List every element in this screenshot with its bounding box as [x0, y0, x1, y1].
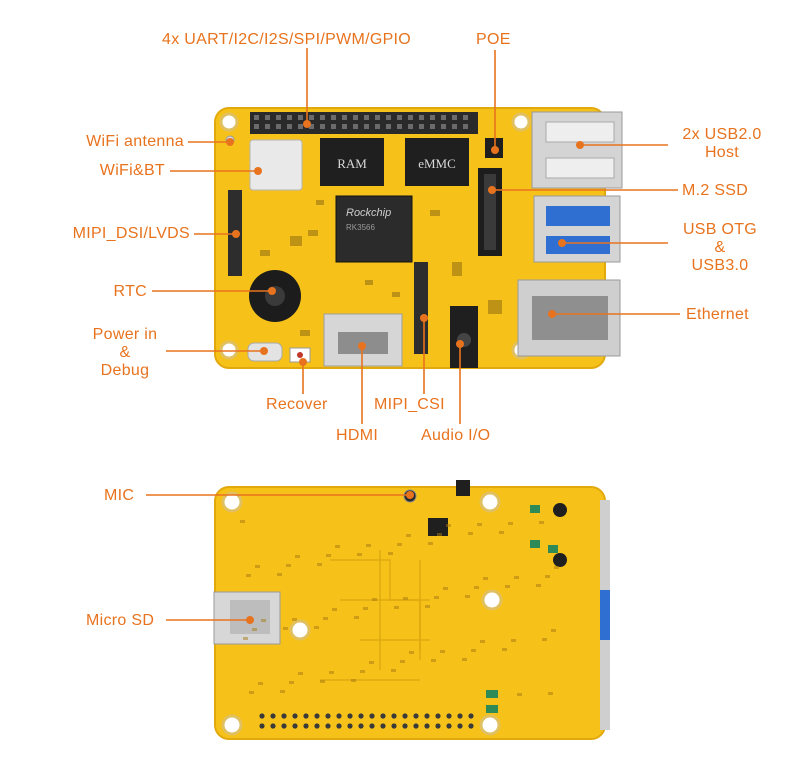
label-audio: Audio I/O [421, 427, 491, 444]
svg-text:RK3566: RK3566 [346, 223, 375, 232]
soc-chip [335, 195, 413, 263]
usb2-ports [531, 111, 623, 189]
label-mipi-csi: MIPI_CSI [374, 396, 445, 413]
wifi-bt-module [249, 139, 303, 191]
label-m2: M.2 SSD [682, 182, 749, 199]
bottom-board [213, 480, 610, 740]
label-hdmi: HDMI [336, 427, 379, 444]
ram-chip [320, 138, 384, 186]
svg-text:eMMC: eMMC [418, 156, 456, 171]
label-wifi-antenna: WiFi antenna [86, 133, 184, 150]
leader-lines [146, 48, 680, 621]
label-usb2: 2x USB2.0 Host [682, 126, 762, 161]
gpio-header [250, 112, 478, 134]
label-power-in: Power in & Debug [92, 326, 158, 379]
emmc-chip [405, 138, 469, 186]
label-mipi-dsi: MIPI_DSI/LVDS [72, 225, 190, 242]
label-ethernet: Ethernet [686, 306, 749, 323]
hdmi-port [323, 313, 403, 367]
label-mic: MIC [104, 487, 135, 504]
top-board: RAM eMMC Rockchip RK3566 [214, 107, 623, 369]
label-poe: POE [476, 31, 511, 48]
label-rtc: RTC [113, 283, 147, 300]
mipi-csi-connector [414, 262, 428, 354]
label-gpio: 4x UART/I2C/I2S/SPI/PWM/GPIO [162, 31, 412, 48]
label-microsd: Micro SD [86, 612, 155, 629]
usb3-otg-ports [533, 195, 621, 263]
label-wifi-bt: WiFi&BT [99, 162, 165, 179]
svg-text:RAM: RAM [337, 156, 367, 171]
label-usbotg: USB OTG & USB3.0 [682, 221, 758, 274]
svg-text:Rockchip: Rockchip [346, 207, 391, 219]
ethernet-port [517, 279, 621, 357]
label-recover: Recover [266, 396, 328, 413]
